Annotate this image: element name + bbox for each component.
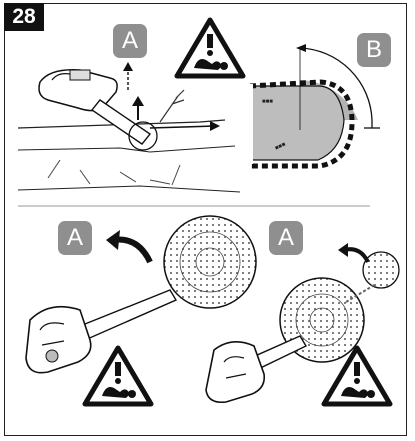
warning-icon-top bbox=[177, 20, 243, 76]
svg-text:■■■: ■■■ bbox=[262, 99, 273, 105]
top-left-scene bbox=[18, 62, 240, 192]
warning-icon-bottom-left bbox=[85, 348, 151, 404]
top-right-bar-tip: ■■■ ■■■ bbox=[243, 44, 380, 166]
